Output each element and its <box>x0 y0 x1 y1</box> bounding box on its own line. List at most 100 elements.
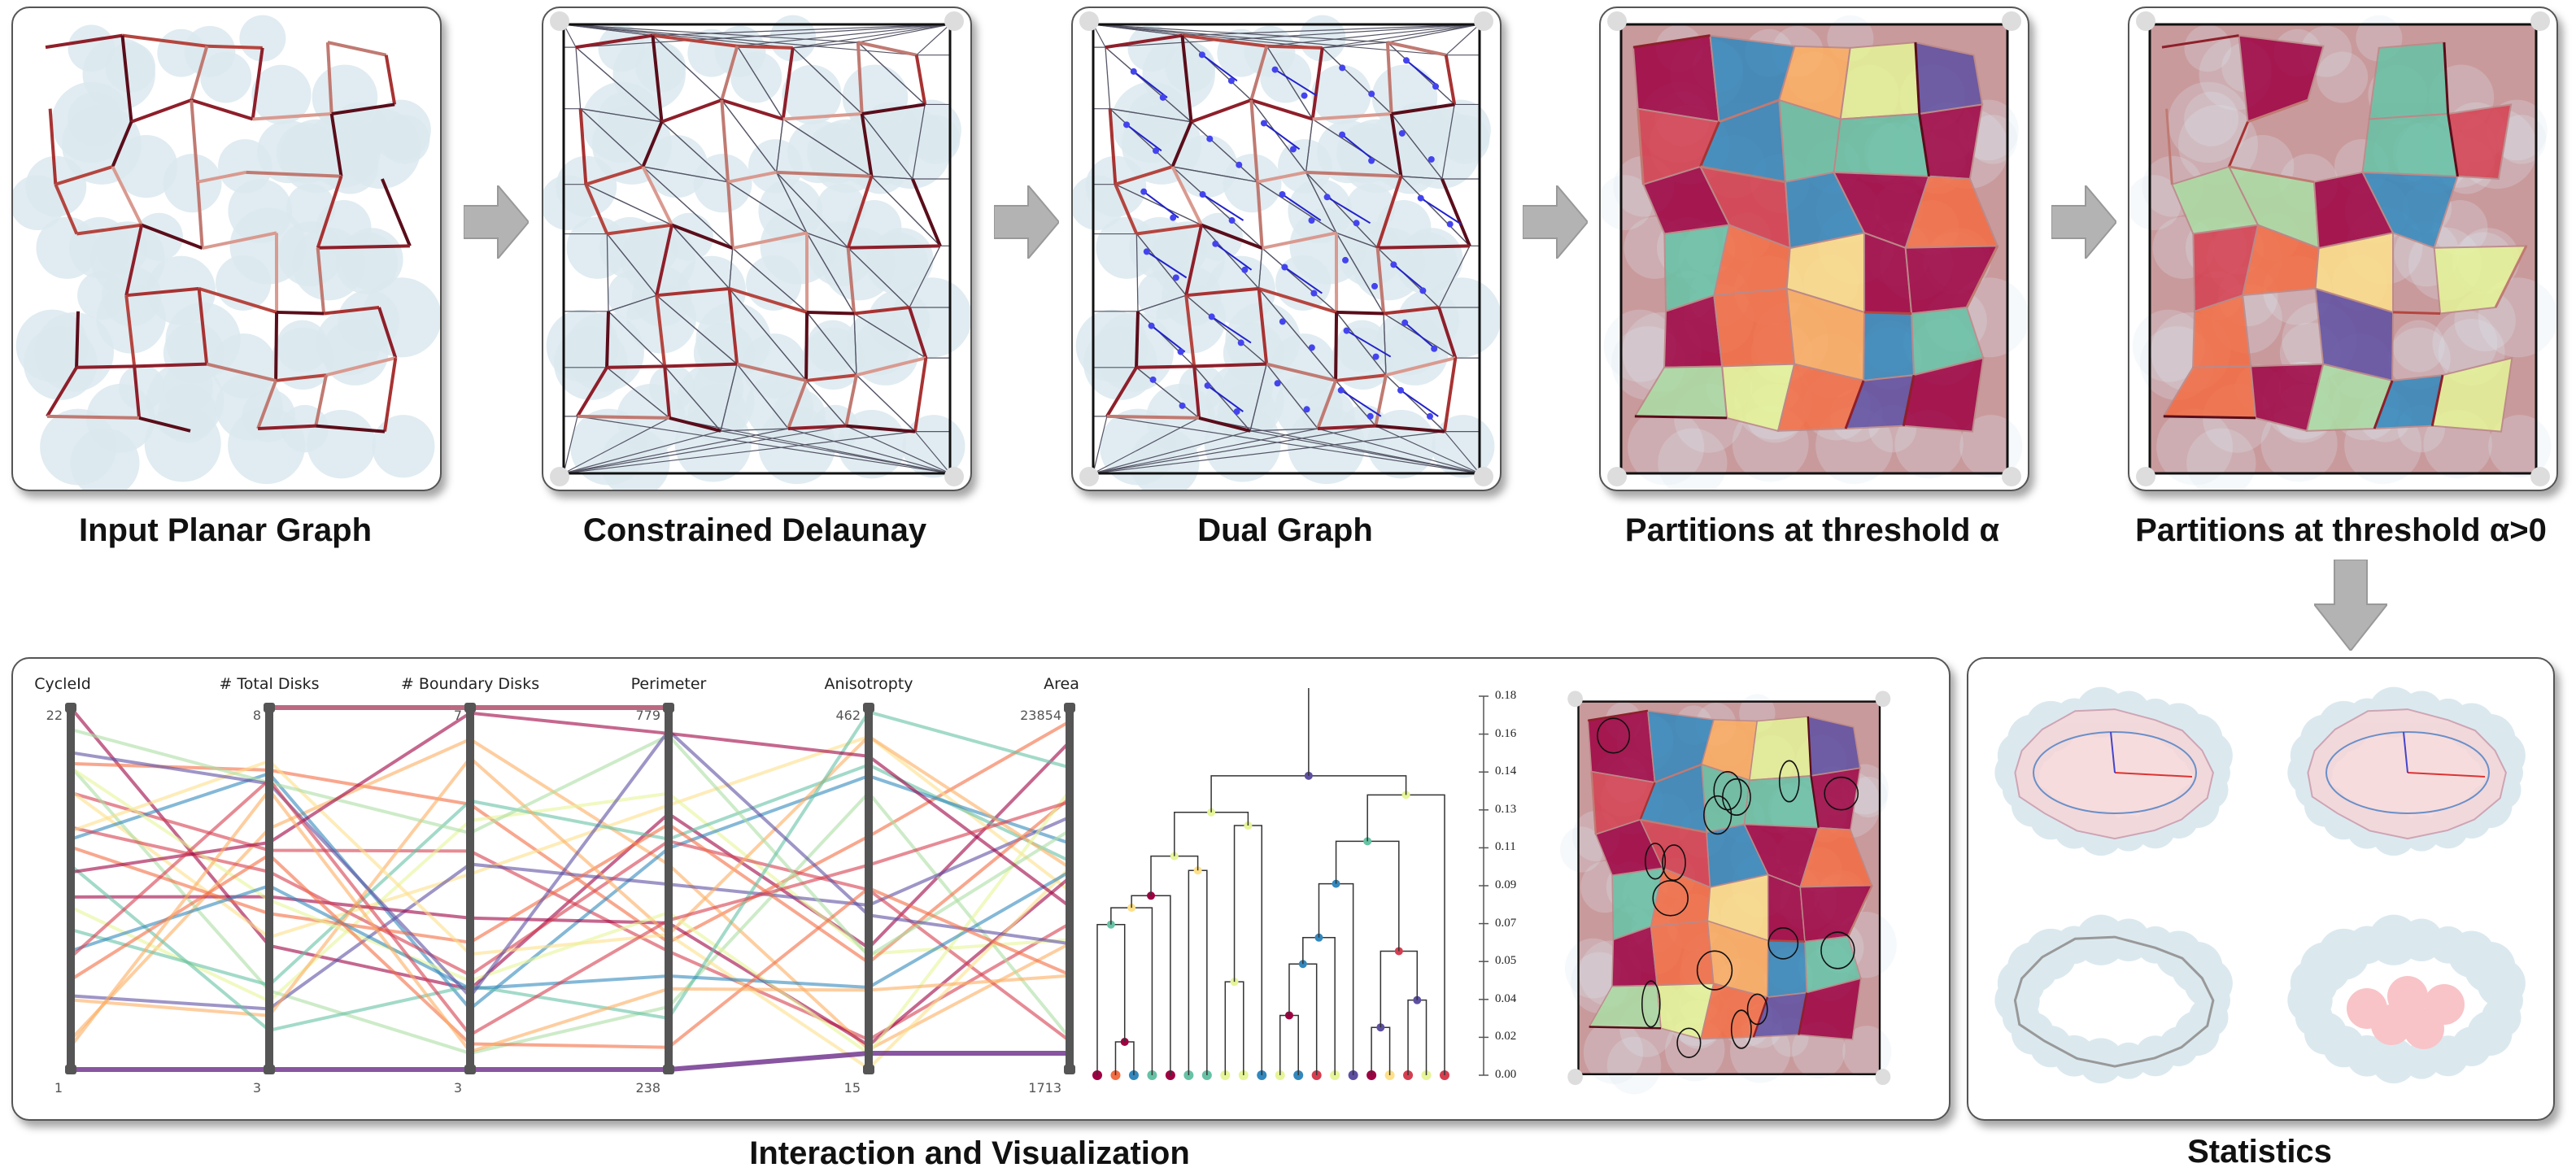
triangle-edge <box>1092 425 1376 474</box>
pc-axis-label[interactable]: # Total Disks <box>219 675 320 693</box>
graph-edge <box>1637 108 1645 185</box>
graph-edge <box>252 111 332 121</box>
dendrogram-node <box>1376 1023 1385 1032</box>
disk <box>1628 408 1705 486</box>
graph-edge <box>844 374 858 427</box>
dual-node <box>1228 217 1236 224</box>
graph-edge <box>846 247 856 314</box>
dual-edge <box>1211 316 1252 344</box>
dual-node <box>1140 188 1148 195</box>
disk <box>163 154 222 213</box>
graph-edge <box>331 102 395 115</box>
corner-handle <box>1567 691 1583 708</box>
disk <box>2168 81 2249 163</box>
graph-edge <box>1374 374 1388 427</box>
dendrogram-tick-label: 0.16 <box>1495 726 1517 740</box>
pc-line <box>70 826 1071 1043</box>
dual-node <box>1204 382 1211 390</box>
graph-edge <box>585 165 644 186</box>
graph-edge <box>317 244 410 250</box>
graph-edge <box>1106 414 1200 420</box>
pc-axis-label[interactable]: Area <box>1044 675 1079 693</box>
disk <box>329 102 390 163</box>
disk <box>15 309 89 382</box>
graph-edge <box>787 424 847 430</box>
pc-axis-label[interactable]: # Boundary Disks <box>400 675 540 693</box>
partition-region <box>1743 774 1820 829</box>
graph-edge <box>584 183 609 235</box>
dendrogram-tick-label: 0.13 <box>1495 802 1517 816</box>
graph-edge <box>1310 47 1324 120</box>
graph-edge <box>1383 305 1440 316</box>
corner-handle <box>1607 11 1627 31</box>
pc-axis-handle <box>663 1065 674 1074</box>
dual-node <box>1310 290 1318 297</box>
pc-line <box>70 734 1071 1017</box>
graph-edge <box>1387 41 1447 57</box>
pc-line <box>70 771 1070 1012</box>
pc-axis-label[interactable]: Perimeter <box>630 675 707 693</box>
dual-node <box>1343 327 1350 334</box>
pc-axis-max: 8 <box>252 708 261 723</box>
dual-node <box>1237 339 1244 346</box>
graph-edge <box>197 170 246 184</box>
dual-node <box>1339 64 1346 72</box>
pc-axis-max: 779 <box>635 708 660 723</box>
caption-partitions-alpha-positive: Partitions at threshold α>0 <box>2135 512 2547 548</box>
disk <box>40 408 117 486</box>
graph-edge <box>2494 245 2528 308</box>
disk <box>1601 175 1653 231</box>
partition-region <box>1650 920 1715 987</box>
graph-edge <box>124 294 137 367</box>
triangle-edge <box>1092 431 1445 474</box>
graph-edge <box>275 373 327 382</box>
corner-handle <box>2002 467 2021 486</box>
dual-edge <box>1340 389 1382 417</box>
pc-axis-label[interactable]: Anisotropty <box>824 675 913 693</box>
graph-edge <box>2393 311 2441 315</box>
graph-edge <box>327 41 387 57</box>
caption-partitions-alpha: Partitions at threshold α <box>1624 512 2000 548</box>
panel-statistics <box>1967 657 2555 1121</box>
graph-edge <box>641 120 664 168</box>
graph-edge <box>126 286 199 298</box>
anisotropy-ellipse <box>2325 731 2490 814</box>
graph-edge <box>913 357 928 432</box>
graph-edge <box>1317 424 1376 430</box>
graph-edge <box>2447 113 2459 177</box>
partition-ellipse <box>1676 1027 1702 1058</box>
partition-ellipse <box>1703 795 1733 835</box>
dual-edge <box>1207 385 1244 412</box>
triangle-edge <box>857 24 951 43</box>
dual-node <box>1260 120 1267 127</box>
dual-edge <box>1263 122 1301 150</box>
disk <box>77 271 126 320</box>
graph-edge <box>1262 231 1337 251</box>
graph-edge <box>190 46 209 101</box>
dual-edge <box>1420 197 1462 225</box>
disk <box>184 25 236 77</box>
graph-edge <box>1437 307 1458 359</box>
graph-edge <box>323 305 380 316</box>
graph-edge <box>381 178 412 247</box>
graph-edge <box>911 178 942 247</box>
disk <box>745 373 813 441</box>
pc-axis-label[interactable]: CycleId <box>34 675 91 693</box>
pc-line <box>69 710 1070 1032</box>
corner-handle <box>1474 11 1493 31</box>
panel-drawing <box>1073 11 1500 490</box>
pc-axis-max: 462 <box>835 708 861 723</box>
graph-edge <box>1192 366 1201 419</box>
disk <box>1194 212 1243 261</box>
partition-ellipse <box>1730 1009 1752 1049</box>
graph-edge <box>197 288 209 364</box>
dendrogram-tick-label: 0.09 <box>1495 878 1517 891</box>
graph-edge <box>787 380 808 429</box>
dendrogram-link <box>1114 1041 1135 1075</box>
pc-line <box>69 765 1071 1056</box>
graph-edge <box>1105 366 1138 417</box>
graph-edge <box>805 373 857 382</box>
graph-edge <box>860 113 874 177</box>
graph-edge <box>316 176 343 249</box>
